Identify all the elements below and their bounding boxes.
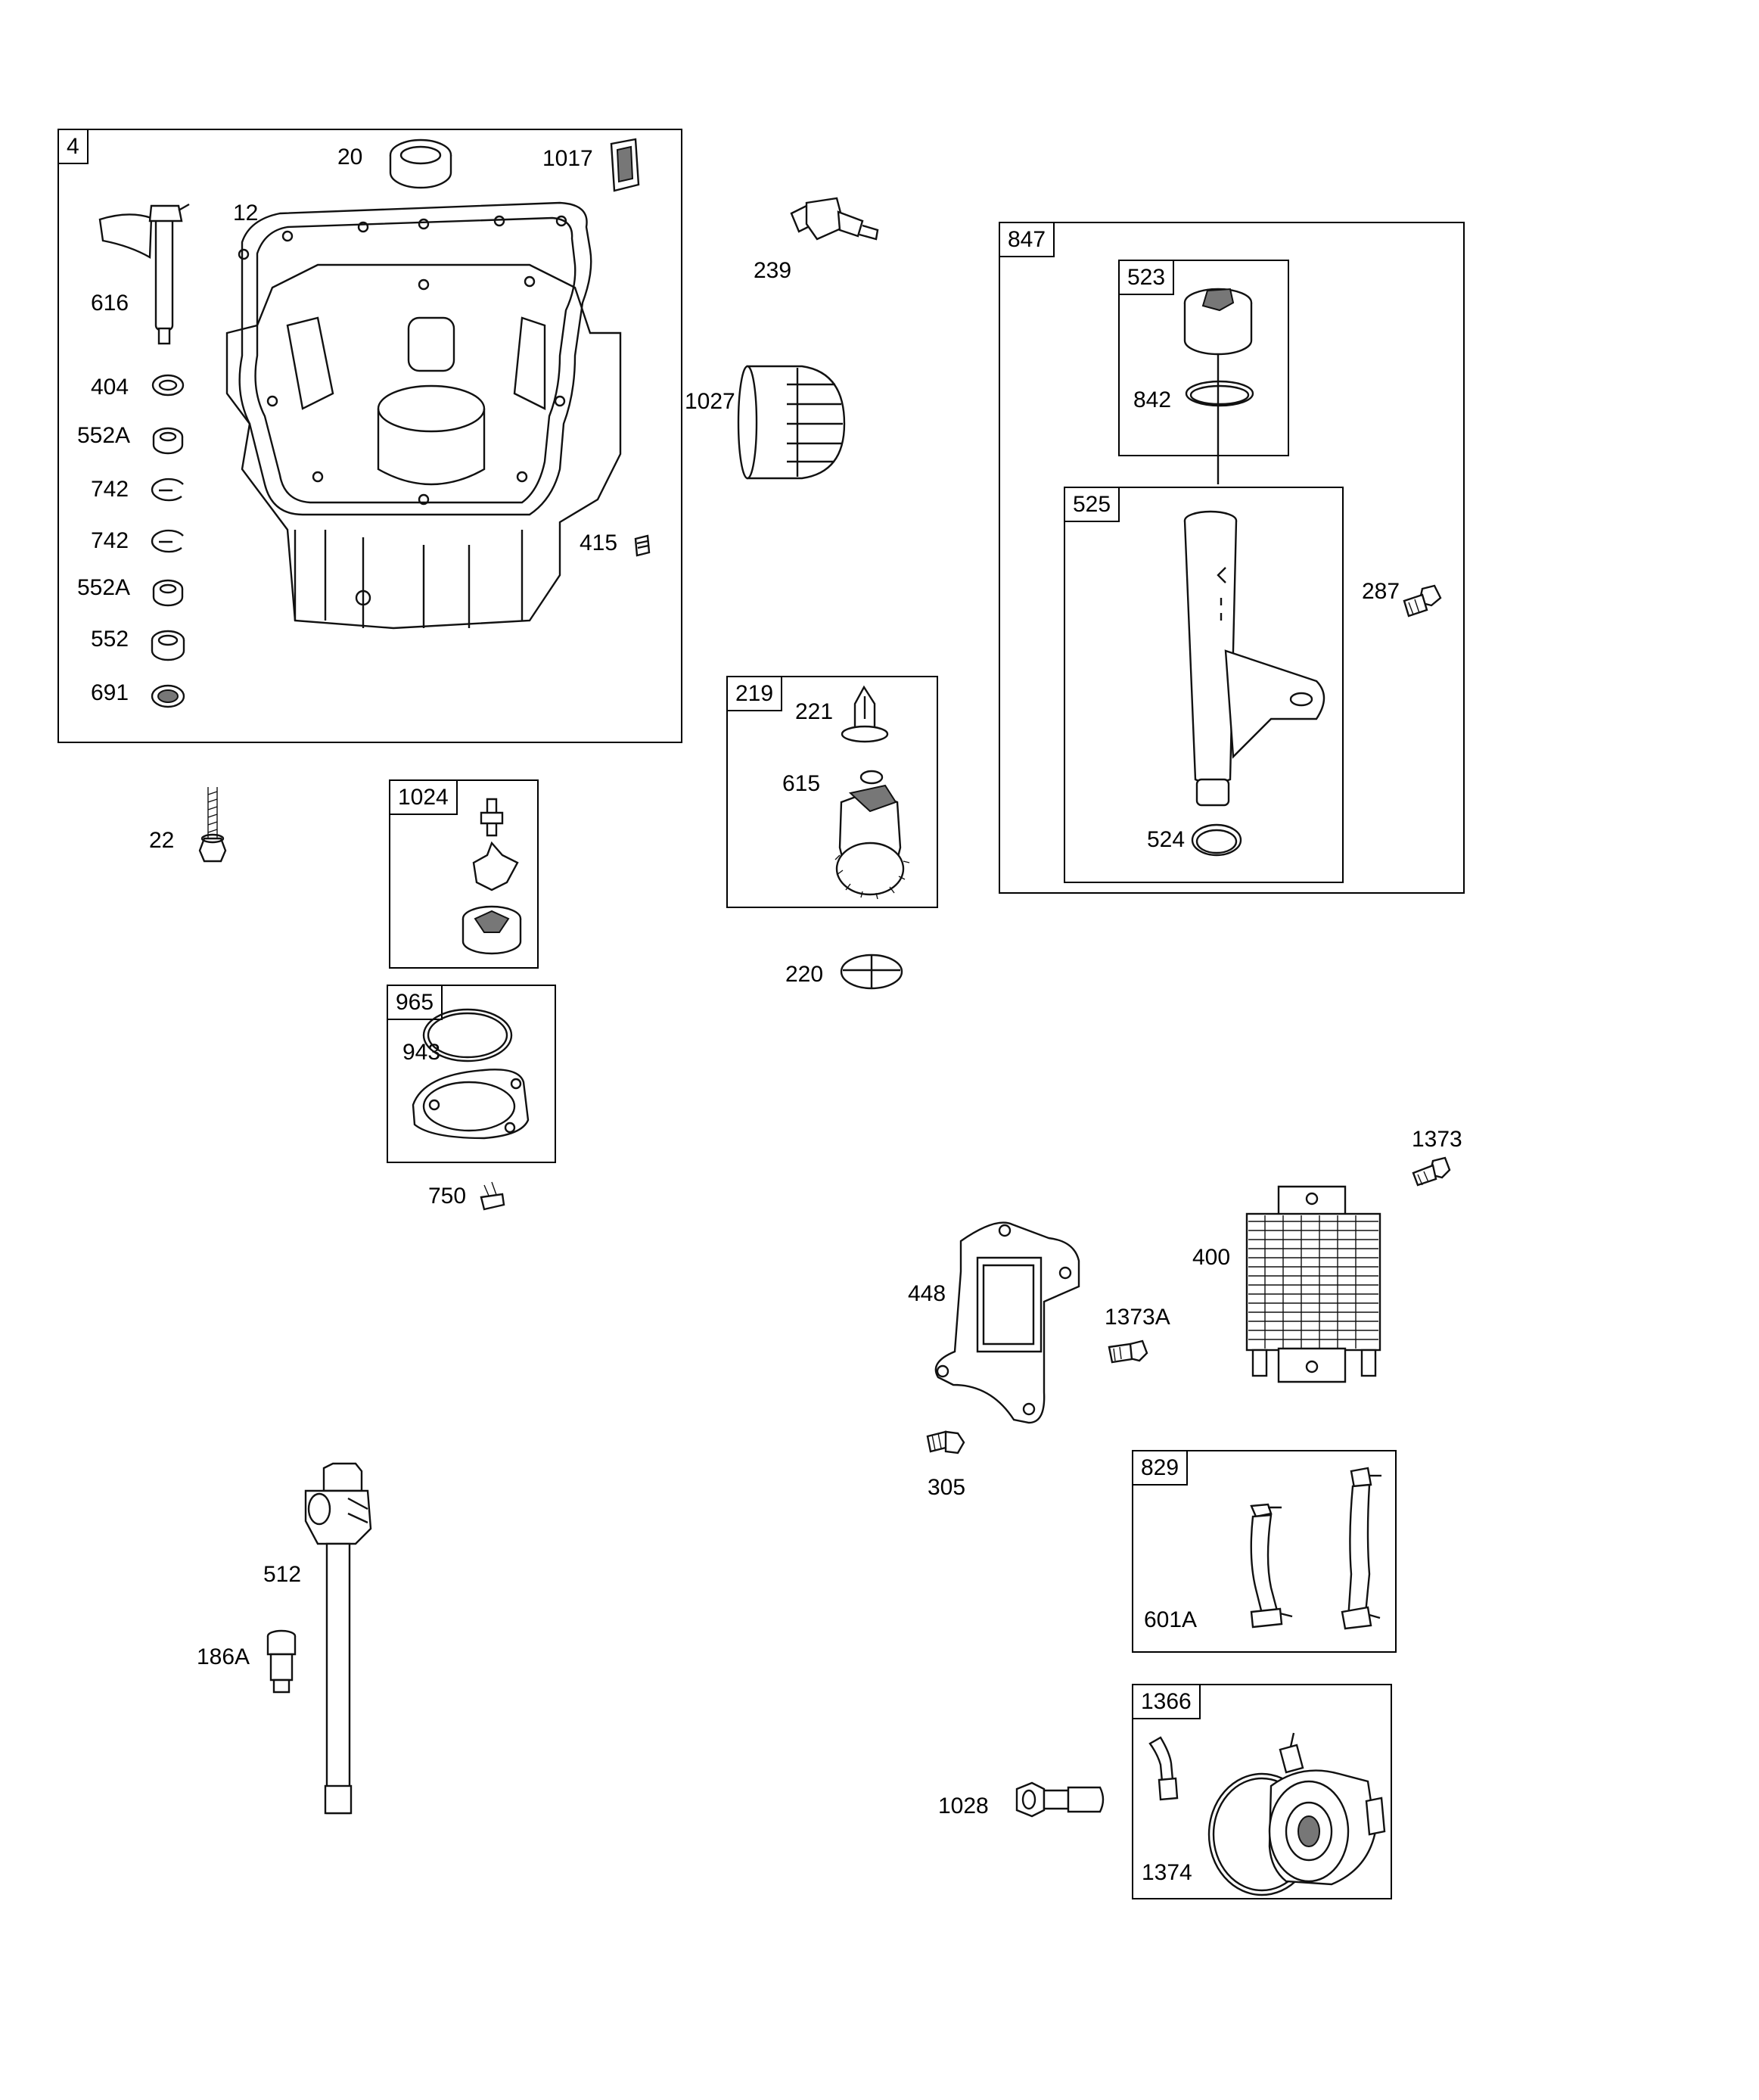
group-label-219: 219 <box>728 677 783 711</box>
callout-1027: 1027 <box>685 389 735 414</box>
screw-1373-part <box>1412 1156 1451 1187</box>
callout-691: 691 <box>91 680 129 705</box>
callout-524: 524 <box>1147 827 1186 852</box>
callout-742-2: 742 <box>91 528 129 553</box>
callout-400: 400 <box>1192 1245 1231 1270</box>
hose-601A-part-2 <box>1341 1467 1381 1630</box>
callout-12: 12 <box>233 201 259 226</box>
fitting-186A-part <box>266 1629 297 1694</box>
washer-404-part <box>151 374 185 397</box>
group-box-523: 523 <box>1118 260 1289 456</box>
group-label-525: 525 <box>1065 488 1120 522</box>
bushing-552-part <box>151 630 185 661</box>
callout-1028: 1028 <box>938 1794 989 1818</box>
screw-1373A-part <box>1108 1339 1148 1364</box>
callout-20: 20 <box>337 145 363 170</box>
callout-220: 220 <box>785 962 824 987</box>
callout-616: 616 <box>91 291 129 316</box>
group-box-847: 847 <box>999 222 1465 894</box>
oil-pump-gear-615-part <box>834 784 910 900</box>
pickup-screen-220-part <box>840 954 903 990</box>
callout-512: 512 <box>263 1562 302 1587</box>
dipstick-cap-523-part <box>1183 288 1253 484</box>
sump-cover-12-part <box>225 201 622 630</box>
oil-pressure-switch-239-part <box>790 197 879 241</box>
dipstick-tube-512-part <box>304 1462 372 1815</box>
e-clip-742-part-2 <box>151 529 184 553</box>
callout-601A: 601A <box>1144 1607 1198 1632</box>
filter-adapter-1366-part <box>1207 1732 1386 1896</box>
valve-221-part <box>841 685 889 743</box>
callout-615: 615 <box>782 771 821 796</box>
bolt-22-part <box>198 787 227 863</box>
o-ring-842-part <box>1185 380 1254 407</box>
group-box-219: 219 <box>726 676 938 908</box>
o-ring-943-part <box>422 1008 513 1062</box>
e-clip-742-part-1 <box>151 478 184 502</box>
group-label-523: 523 <box>1120 261 1175 295</box>
fitting-1028-part <box>1015 1781 1105 1818</box>
group-label-1024: 1024 <box>390 781 458 815</box>
group-box-525: 525 <box>1064 487 1344 883</box>
oil-cooler-400-part <box>1245 1185 1381 1383</box>
screw-305-part <box>926 1430 965 1454</box>
callout-1373A: 1373A <box>1105 1305 1170 1330</box>
callout-415: 415 <box>580 530 618 555</box>
callout-552A-1: 552A <box>77 423 131 448</box>
pump-rotor-kit-1024-part <box>462 798 522 955</box>
governor-shaft-616-part <box>98 203 190 345</box>
callout-221: 221 <box>795 699 834 724</box>
callout-1373: 1373 <box>1412 1127 1462 1152</box>
callout-1374: 1374 <box>1142 1860 1192 1885</box>
callout-552A-2: 552A <box>77 575 131 600</box>
group-box-1024: 1024 <box>389 779 539 969</box>
seal-691-part <box>151 684 185 708</box>
group-label-4: 4 <box>59 130 89 164</box>
callout-404: 404 <box>91 375 129 400</box>
pump-cover-965-part <box>412 1069 530 1140</box>
group-box-965: 965 <box>387 985 556 1163</box>
bushing-552A-part-1 <box>152 427 184 455</box>
hose-601A-part-1 <box>1250 1503 1293 1629</box>
group-label-847: 847 <box>1000 223 1055 257</box>
group-box-829: 829 <box>1132 1450 1397 1653</box>
callout-287: 287 <box>1362 579 1400 604</box>
o-ring-524-part <box>1191 823 1242 857</box>
callout-22: 22 <box>149 828 175 853</box>
callout-239: 239 <box>754 258 792 283</box>
plug-415-part <box>634 534 651 557</box>
group-label-829: 829 <box>1133 1451 1189 1486</box>
bushing-552A-part-2 <box>152 579 184 607</box>
screw-287-part <box>1403 584 1442 618</box>
callout-186A: 186A <box>197 1644 250 1669</box>
callout-448: 448 <box>908 1281 946 1306</box>
callout-1017: 1017 <box>542 146 593 171</box>
callout-552: 552 <box>91 627 129 652</box>
callout-750: 750 <box>428 1184 467 1209</box>
group-label-1366: 1366 <box>1133 1685 1201 1719</box>
callout-842: 842 <box>1133 387 1172 412</box>
seal-1017-part <box>610 138 640 192</box>
group-box-4: 4 <box>57 129 682 743</box>
elbow-fitting-1374-part <box>1148 1736 1179 1801</box>
seal-20-part <box>389 138 452 189</box>
callout-305: 305 <box>928 1475 966 1500</box>
dipstick-tube-525-part <box>1183 510 1325 807</box>
group-label-965: 965 <box>388 986 443 1020</box>
screw-750-part <box>480 1181 505 1211</box>
callout-742-1: 742 <box>91 477 129 502</box>
oil-filter-1027-part <box>737 365 846 480</box>
gasket-448-part <box>934 1221 1080 1424</box>
group-box-1366: 1366 <box>1132 1684 1392 1899</box>
o-ring-615-part <box>859 770 884 785</box>
